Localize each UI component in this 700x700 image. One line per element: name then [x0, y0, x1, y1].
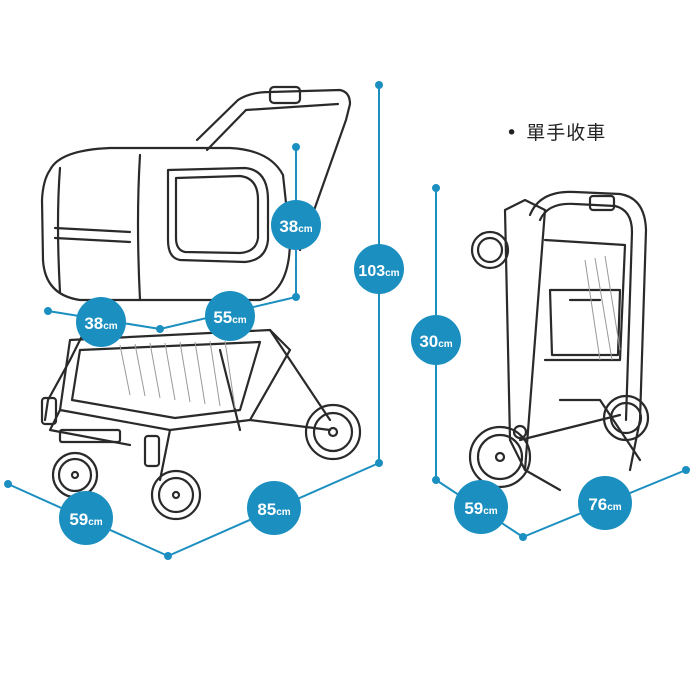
- badge-folded-width: 59cm: [454, 480, 508, 534]
- unit-label: cm: [232, 315, 247, 326]
- unit-label: cm: [438, 339, 453, 350]
- unfolded-height-value: 103: [358, 263, 385, 280]
- svg-text:103cm: 103cm: [358, 263, 399, 280]
- feature-caption: • 單手收車: [506, 118, 606, 145]
- svg-text:38cm: 38cm: [279, 217, 312, 236]
- unit-label: cm: [88, 517, 103, 528]
- svg-text:59cm: 59cm: [464, 499, 497, 518]
- carrier-depth-value: 38: [84, 314, 103, 333]
- badge-folded-length: 76cm: [578, 476, 632, 530]
- unit-label: cm: [385, 268, 400, 279]
- carrier-height-value: 38: [279, 217, 298, 236]
- unit-label: cm: [298, 224, 313, 235]
- bullet-dot: •: [506, 122, 519, 144]
- svg-text:59cm: 59cm: [69, 510, 102, 529]
- badge-unfolded-length: 85cm: [247, 481, 301, 535]
- svg-text:38cm: 38cm: [84, 314, 117, 333]
- badge-folded-height: 30cm: [411, 315, 461, 365]
- folded-length-value: 76: [588, 495, 607, 514]
- badge-unfolded-height: 103cm: [354, 244, 404, 294]
- badge-unfolded-width: 59cm: [59, 491, 113, 545]
- badge-carrier-height: 38cm: [271, 200, 321, 250]
- svg-text:85cm: 85cm: [257, 500, 290, 519]
- carrier-length-value: 55: [213, 308, 232, 327]
- folded-stroller: [468, 190, 650, 492]
- feature-caption-text: 單手收車: [526, 122, 607, 144]
- badge-carrier-depth: 38cm: [76, 297, 126, 347]
- unfolded-width-value: 59: [69, 510, 88, 529]
- svg-text:30cm: 30cm: [419, 332, 452, 351]
- svg-text:55cm: 55cm: [213, 308, 246, 327]
- svg-text:76cm: 76cm: [588, 495, 621, 514]
- unfolded-length-value: 85: [257, 500, 276, 519]
- unit-label: cm: [483, 506, 498, 517]
- unfolded-stroller: [40, 85, 362, 521]
- unit-label: cm: [607, 502, 622, 513]
- badge-carrier-length: 55cm: [205, 291, 255, 341]
- folded-height-value: 30: [419, 332, 438, 351]
- unit-label: cm: [103, 321, 118, 332]
- folded-mesh: [584, 255, 621, 361]
- unfolded-basket-mesh: [119, 340, 236, 409]
- unit-label: cm: [276, 507, 291, 518]
- folded-width-value: 59: [464, 499, 483, 518]
